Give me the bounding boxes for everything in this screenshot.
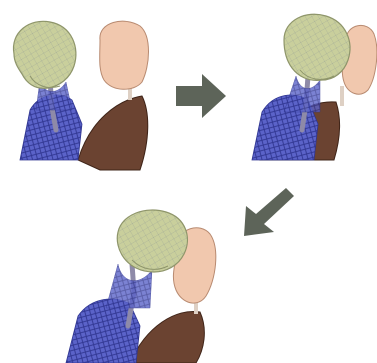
skull [117,210,187,272]
right-arrow [176,74,226,118]
down-left-arrow [244,188,294,236]
seat-back [78,96,148,170]
panel-initial-position [13,21,148,170]
panel-headrest-contact [66,210,216,363]
panel-rearward-rotation [252,14,377,160]
headrest [100,21,149,100]
seat-back [130,311,204,363]
skull [284,14,350,80]
skull [13,21,75,88]
